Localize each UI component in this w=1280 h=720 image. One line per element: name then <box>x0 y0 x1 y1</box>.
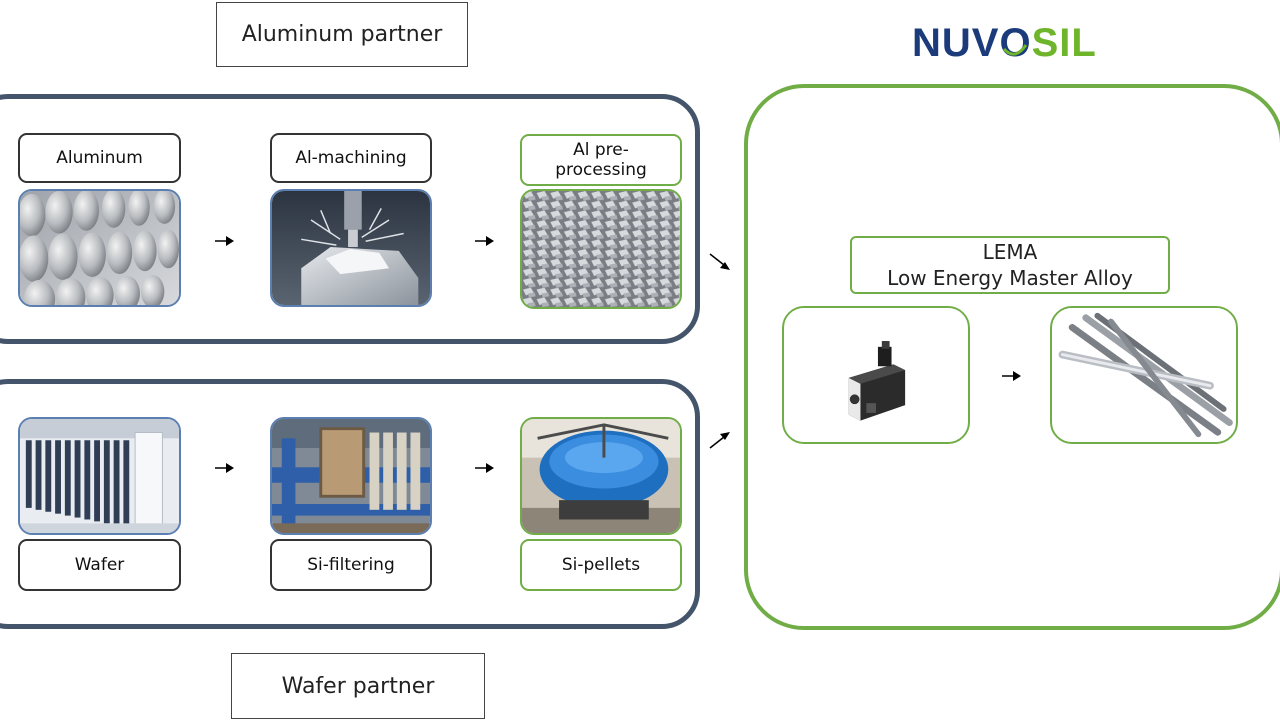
step-label-si-pellets: Si-pellets <box>520 539 682 591</box>
lema-title: LEMA <box>982 240 1038 264</box>
swirl-icon <box>1003 43 1028 56</box>
flow-arrow-4 <box>475 462 495 474</box>
step-label-al-pre-processing: Al pre- processing <box>520 134 682 186</box>
flow-arrow-into-nuvosil-top <box>708 252 732 272</box>
aluminum-chips-image <box>520 189 682 309</box>
aluminum-ingots-image <box>18 189 181 307</box>
flow-arrow-into-nuvosil-bottom <box>708 430 732 450</box>
lema-label: LEMA Low Energy Master Alloy <box>850 236 1170 294</box>
logo-o-swirl: O <box>999 21 1031 66</box>
aluminum-partner-title: Aluminum partner <box>216 2 468 67</box>
step-label-wafer: Wafer <box>18 539 181 591</box>
silicon-wafers-image <box>18 417 181 535</box>
step-label-si-filtering: Si-filtering <box>270 539 432 591</box>
flow-arrow-3 <box>215 462 235 474</box>
step-label-line2: processing <box>555 160 647 180</box>
nuvosil-logo: NUV O SIL <box>912 20 1112 66</box>
step-label-aluminum: Aluminum <box>18 133 181 183</box>
logo-text-nuv: NUV <box>912 20 1000 65</box>
cnc-machining-image <box>270 189 432 307</box>
filter-press-image <box>270 417 432 535</box>
step-label-al-machining: Al-machining <box>270 133 432 183</box>
step-label-line1: Al pre- <box>573 140 629 160</box>
logo-text-o: O <box>999 20 1032 65</box>
lema-subtitle: Low Energy Master Alloy <box>887 266 1133 290</box>
furnace-machine-image <box>782 306 970 444</box>
logo-text-sil: SIL <box>1031 20 1097 65</box>
flow-arrow-lema <box>1002 370 1022 382</box>
flow-arrow-1 <box>215 235 235 247</box>
wafer-partner-title: Wafer partner <box>231 653 485 719</box>
flow-arrow-2 <box>475 235 495 247</box>
alloy-rods-image <box>1050 306 1238 444</box>
pelletizer-image <box>520 417 682 535</box>
